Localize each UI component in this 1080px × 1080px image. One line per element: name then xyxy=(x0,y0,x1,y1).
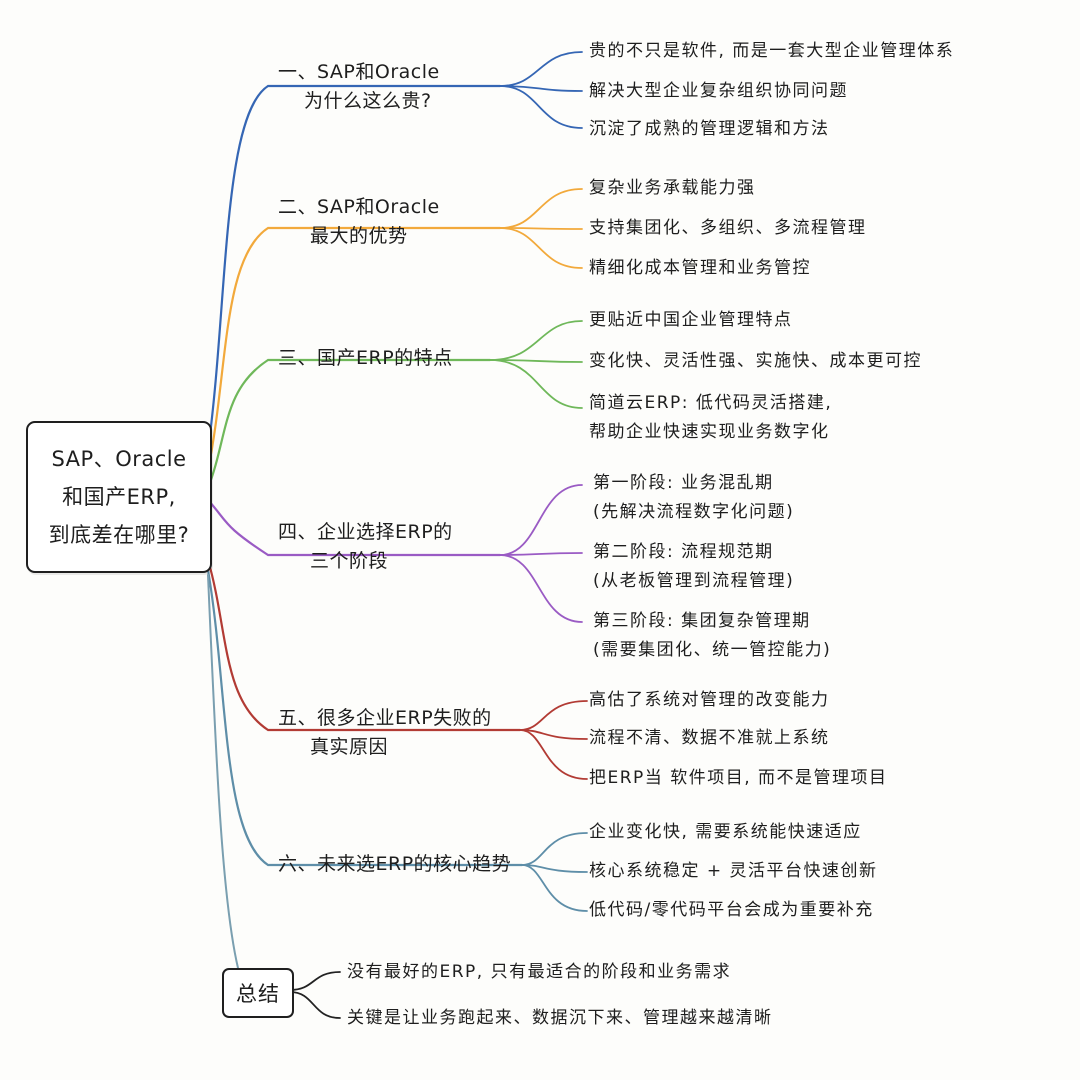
summary-label: 总结 xyxy=(236,982,280,1006)
branch-3-leaf-1-connector xyxy=(489,320,583,361)
branch-5-line-1: 五、很多企业ERP失败的 xyxy=(278,707,492,729)
branch-6-leaf-3: 低代码/零代码平台会成为重要补充 xyxy=(589,900,874,920)
branch-2-leaf-3: 精细化成本管理和业务管控 xyxy=(589,258,811,278)
branch-1-leaf-2: 解决大型企业复杂组织协同问题 xyxy=(589,81,848,101)
root-topic-line-2: 和国产ERP, xyxy=(62,485,176,509)
branch-1-line-2: 为什么这么贵? xyxy=(304,90,432,112)
branch-5-leaf-3: 把ERP当 软件项目, 而不是管理项目 xyxy=(589,768,888,788)
branch-1-leaf-1: 贵的不只是软件, 而是一套大型企业管理体系 xyxy=(589,41,955,61)
branch-4-leaf-1-connector xyxy=(499,484,583,556)
branch-2-line-1: 二、SAP和Oracle xyxy=(278,196,440,218)
branch-2-line-2: 最大的优势 xyxy=(310,225,408,247)
branch-2-connector xyxy=(206,226,502,472)
branch-6-leaf-2: 核心系统稳定 + 灵活平台快速创新 xyxy=(589,861,878,881)
branch-5-line-2: 真实原因 xyxy=(310,736,389,758)
branch-1-leaf-3: 沉淀了成熟的管理逻辑和方法 xyxy=(589,119,830,139)
branch-5-leaf-1: 高估了系统对管理的改变能力 xyxy=(589,690,830,710)
branch-4-title: 四、企业选择ERP的 三个阶段 xyxy=(278,518,453,576)
branch-4-leaf-3-connector xyxy=(499,554,583,623)
branch-6-connector xyxy=(206,568,524,867)
branch-2-leaf-2-connector xyxy=(499,227,583,230)
branch-6-leaf-1: 企业变化快, 需要系统能快速适应 xyxy=(589,822,862,842)
summary-node: 总结 xyxy=(222,968,294,1018)
branch-5-leaf-2: 流程不清、数据不准就上系统 xyxy=(589,728,830,748)
branch-5-title: 五、很多企业ERP失败的 真实原因 xyxy=(278,704,492,762)
summary-leaf-1: 没有最好的ERP, 只有最适合的阶段和业务需求 xyxy=(347,962,732,982)
branch-1-connector xyxy=(206,84,502,452)
branch-1-line-1: 一、SAP和Oracle xyxy=(278,61,440,83)
summary-leaf-2: 关键是让业务跑起来、数据沉下来、管理越来越清晰 xyxy=(347,1008,773,1028)
summary-leaf-1-connector xyxy=(289,971,341,991)
branch-4-connector xyxy=(206,498,502,557)
branch-1-title: 一、SAP和Oracle 为什么这么贵? xyxy=(278,58,440,116)
branch-1-leaf-3-connector xyxy=(499,85,583,129)
branch-3-leaf-1: 更贴近中国企业管理特点 xyxy=(589,310,793,330)
branch-4-line-1: 四、企业选择ERP的 xyxy=(278,521,453,543)
branch-6-leaf-3-connector xyxy=(521,864,588,912)
branch-2-leaf-1: 复杂业务承载能力强 xyxy=(589,178,756,198)
branch-4-leaf-1: 第一阶段: 业务混乱期 (先解决流程数字化问题) xyxy=(593,473,795,522)
branch-3-leaf-3: 简道云ERP: 低代码灵活搭建, 帮助企业快速实现业务数字化 xyxy=(589,393,833,442)
branch-6-leaf-1-connector xyxy=(521,832,588,866)
branch-4-leaf-3: 第三阶段: 集团复杂管理期 (需要集团化、统一管控能力) xyxy=(593,611,832,660)
branch-3-connector xyxy=(206,358,492,490)
branch-6-title: 六、未来选ERP的核心趋势 xyxy=(278,850,511,879)
branch-2-leaf-2: 支持集团化、多组织、多流程管理 xyxy=(589,218,867,238)
branch-2-leaf-1-connector xyxy=(499,188,583,229)
branch-4-line-2: 三个阶段 xyxy=(310,550,389,572)
root-topic: SAP、Oracle 和国产ERP, 到底差在哪里? xyxy=(26,421,212,573)
branch-3-title: 三、国产ERP的特点 xyxy=(278,344,453,373)
branch-3-leaf-3-connector xyxy=(489,359,583,409)
summary-connector xyxy=(207,574,239,969)
branch-1-leaf-1-connector xyxy=(499,51,583,87)
branch-5-leaf-2-connector xyxy=(519,729,588,740)
root-topic-line-3: 到底差在哪里? xyxy=(48,523,190,547)
branch-3-line-1: 三、国产ERP的特点 xyxy=(278,347,453,369)
branch-5-connector xyxy=(206,558,522,732)
branch-4-leaf-2-connector xyxy=(499,552,583,556)
branch-4-leaf-2: 第二阶段: 流程规范期 (从老板管理到流程管理) xyxy=(593,542,795,591)
branch-2-leaf-3-connector xyxy=(499,227,583,269)
branch-1-leaf-2-connector xyxy=(499,85,583,92)
branch-3-leaf-2-connector xyxy=(489,359,583,363)
summary-leaf-2-connector xyxy=(289,991,341,1019)
branch-2-title: 二、SAP和Oracle 最大的优势 xyxy=(278,193,440,251)
branch-5-leaf-1-connector xyxy=(519,700,588,731)
branch-5-leaf-3-connector xyxy=(519,729,588,780)
branch-6-line-1: 六、未来选ERP的核心趋势 xyxy=(278,853,512,875)
branch-3-leaf-2: 变化快、灵活性强、实施快、成本更可控 xyxy=(589,351,922,371)
root-topic-line-1: SAP、Oracle xyxy=(51,447,187,471)
